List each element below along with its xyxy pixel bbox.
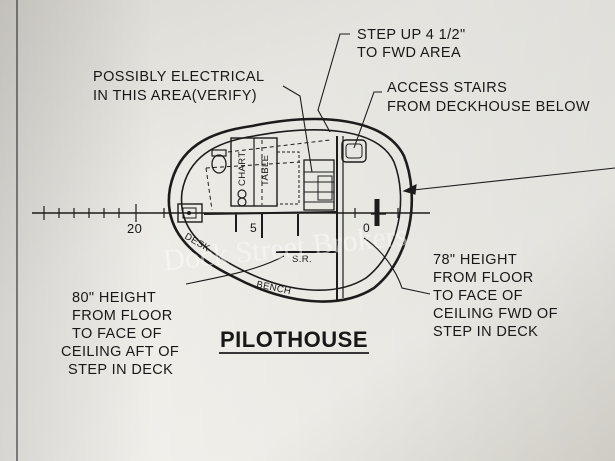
note-step-up: STEP UP 4 1/2" TO FWD AREA [357,27,466,61]
table-label: TABLE [260,155,271,186]
hull-inner [180,129,402,291]
note-step-up-line1: STEP UP 4 1/2" [357,27,466,43]
note-electrical: POSSIBLY ELECTRICAL IN THIS AREA(VERIFY) [93,69,264,104]
sr-label: S.R. [292,254,312,265]
leader-lines [185,33,615,295]
chart-table-seat [276,151,300,205]
note-fwd-height: 78" HEIGHT FROM FLOOR TO FACE OF CEILING… [433,252,558,340]
dashed-outline-2 [227,139,331,153]
helm-seat [341,139,367,163]
pilothouse-plan [167,117,414,303]
chart-label: CHART [237,151,248,186]
note-access-stairs: ACCESS STAIRS FROM DECKHOUSE BELOW [387,80,590,115]
note-aft-line3: TO FACE OF [72,326,162,342]
note-step-up-line2: TO FWD AREA [357,45,461,61]
note-aft-height: 80" HEIGHT FROM FLOOR TO FACE OF CEILING… [61,290,179,378]
note-fwd-line5: STEP IN DECK [433,324,538,340]
note-fwd-line4: CEILING FWD OF [433,306,558,322]
access-stairs [303,159,335,211]
note-aft-line1: 80" HEIGHT [72,290,156,306]
note-fwd-line3: TO FACE OF [433,288,523,304]
note-aft-line5: STEP IN DECK [68,362,173,378]
dashed-outline [205,140,301,211]
toilet-symbol [211,149,227,174]
note-aft-line4: CEILING AFT OF [61,344,179,360]
note-access-line2: FROM DECKHOUSE BELOW [387,99,590,115]
scale-line [32,204,430,222]
note-electrical-line1: POSSIBLY ELECTRICAL [93,69,264,85]
note-aft-line2: FROM FLOOR [72,308,173,324]
note-access-line1: ACCESS STAIRS [387,80,507,96]
scale-label-5: 5 [250,221,257,235]
round-fixture-2 [237,197,247,207]
note-fwd-line2: FROM FLOOR [433,270,534,286]
drawing-title: PILOTHOUSE [220,327,368,352]
note-fwd-line1: 78" HEIGHT [433,252,517,268]
scale-label-20: 20 [127,221,142,236]
scale-label-0: 0 [363,221,370,235]
hull-outer [167,117,414,303]
note-electrical-line2: IN THIS AREA(VERIFY) [93,88,257,104]
